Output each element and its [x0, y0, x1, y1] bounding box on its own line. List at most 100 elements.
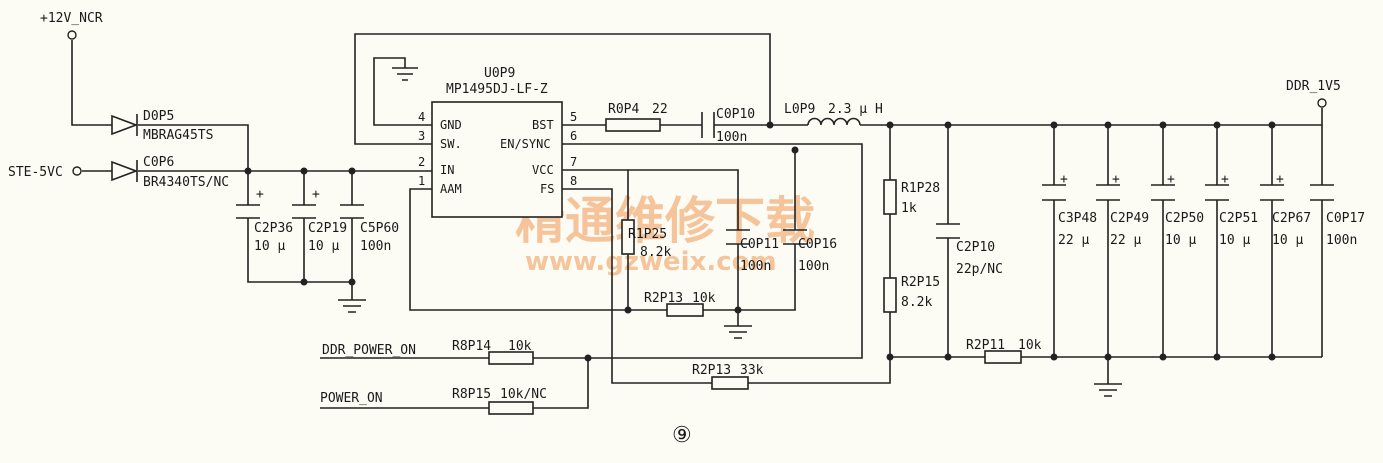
watermark: 精通维修下载 www.gzweix.com — [515, 191, 815, 277]
capacitor-c2p50: + C2P50 10 μ — [1151, 172, 1204, 248]
wire-d0p5-out — [138, 124, 249, 171]
junction-dot — [886, 353, 894, 361]
wire-12v — [71, 40, 112, 126]
svg-text:AAM: AAM — [440, 182, 462, 196]
diode-c0p6: C0P6 BR4340TS/NC — [111, 155, 229, 190]
svg-text:10 μ: 10 μ — [1219, 233, 1250, 248]
terminal-5v — [72, 166, 82, 176]
junction-dot — [300, 278, 308, 286]
svg-text:10k: 10k — [508, 339, 532, 354]
svg-text:C0P6: C0P6 — [143, 155, 174, 170]
resistor-r1p28: R1P28 1k — [883, 179, 940, 216]
capacitor-c0p16: C0P16 100n — [783, 229, 837, 274]
resistor-icon — [488, 351, 534, 365]
junction-dot — [244, 167, 252, 175]
resistor-icon — [605, 118, 661, 132]
capacitor-icon — [1042, 184, 1066, 201]
svg-text:10 μ: 10 μ — [308, 239, 339, 254]
svg-text:C2P50: C2P50 — [1165, 211, 1204, 226]
svg-text:8: 8 — [570, 174, 577, 188]
svg-text:10k: 10k — [692, 291, 716, 306]
svg-text:1: 1 — [418, 174, 425, 188]
resistor-icon — [621, 219, 635, 255]
capacitor-icon — [1151, 184, 1175, 201]
junction-dot — [1213, 121, 1221, 129]
svg-text:R2P11: R2P11 — [966, 338, 1005, 353]
svg-text:+: + — [1221, 172, 1229, 187]
junction-dot — [1050, 353, 1058, 361]
junction-dot — [766, 121, 774, 129]
terminals: +12V_NCR STE-5VC DDR_1V5 DDR_POWER_ON PO… — [8, 11, 1341, 409]
net-label-5v: STE-5VC — [8, 165, 63, 180]
svg-text:+: + — [1276, 172, 1284, 187]
svg-text:GND: GND — [440, 118, 462, 132]
ground-icon — [724, 320, 752, 339]
capacitor-c5p60: C5P60 100n — [340, 204, 399, 254]
svg-text:BST: BST — [532, 118, 554, 132]
net-label-vout: DDR_1V5 — [1286, 79, 1341, 94]
wire-aam — [409, 188, 628, 311]
watermark-url: www.gzweix.com — [525, 247, 777, 277]
diode-d0p5: D0P5 MBRAG45TS — [111, 109, 213, 143]
wire-en-inputs — [426, 357, 589, 409]
junction-dot — [1159, 121, 1167, 129]
ic-body — [431, 101, 563, 218]
junction-dot — [791, 146, 799, 154]
svg-text:2: 2 — [418, 155, 425, 169]
wire-c0p16 — [738, 150, 796, 311]
inductor-icon — [807, 117, 861, 126]
net-label-12v: +12V_NCR — [40, 11, 103, 26]
junction-dot — [944, 121, 952, 129]
svg-text:100n: 100n — [1326, 233, 1357, 248]
capacitor-c2p51: + C2P51 10 μ — [1205, 172, 1258, 248]
svg-text:33k: 33k — [740, 363, 764, 378]
svg-text:1k: 1k — [901, 201, 917, 216]
capacitor-icon — [292, 204, 316, 219]
svg-text:R2P13: R2P13 — [692, 363, 731, 378]
svg-text:R8P15: R8P15 — [452, 387, 491, 402]
svg-text:7: 7 — [570, 155, 577, 169]
svg-text:22p/NC: 22p/NC — [956, 262, 1003, 277]
resistor-icon — [984, 350, 1022, 364]
capacitor-icon — [236, 204, 260, 219]
svg-text:C0P10: C0P10 — [716, 107, 755, 122]
svg-text:C0P11: C0P11 — [740, 237, 779, 252]
resistor-icon — [666, 303, 704, 317]
junction-dot — [1268, 121, 1276, 129]
svg-text:C2P36: C2P36 — [254, 221, 293, 236]
svg-text:2.3 μ H: 2.3 μ H — [828, 102, 883, 117]
capacitor-icon — [340, 204, 364, 219]
capacitor-icon — [1310, 184, 1334, 201]
svg-text:C2P67: C2P67 — [1272, 211, 1311, 226]
svg-text:C0P16: C0P16 — [798, 237, 837, 252]
capacitor-icon — [936, 223, 960, 239]
junction-dot — [300, 167, 308, 175]
capacitor-c0p11: C0P11 100n — [726, 229, 779, 274]
capacitor-icon — [701, 112, 715, 138]
junction-dot — [1159, 353, 1167, 361]
svg-text:10k: 10k — [1018, 338, 1042, 353]
svg-text:C2P51: C2P51 — [1219, 211, 1258, 226]
junctions — [244, 121, 1276, 362]
svg-text:SW.: SW. — [440, 137, 462, 151]
svg-text:6: 6 — [570, 129, 577, 143]
watermark-cn: 精通维修下载 — [515, 191, 815, 250]
junction-dot — [944, 353, 952, 361]
svg-text:R8P14: R8P14 — [452, 339, 491, 354]
svg-text:C2P19: C2P19 — [308, 221, 347, 236]
svg-text:10 μ: 10 μ — [1272, 233, 1303, 248]
resistor-r2p13-10k: R2P13 10k — [644, 291, 716, 317]
svg-text:100n: 100n — [360, 239, 391, 254]
junction-dot — [1268, 353, 1276, 361]
capacitor-c0p17: C0P17 100n — [1310, 184, 1365, 248]
ic-part: MP1495DJ-LF-Z — [446, 82, 548, 97]
resistor-r1p25: R1P25 8.2k — [621, 219, 671, 260]
svg-text:C3P48: C3P48 — [1058, 211, 1097, 226]
resistor-icon — [488, 401, 534, 415]
resistor-icon — [883, 179, 897, 215]
ground-icon — [392, 67, 418, 81]
wire-c2p10 — [890, 125, 949, 358]
svg-text:10 μ: 10 μ — [1165, 233, 1196, 248]
svg-text:C2P10: C2P10 — [956, 240, 995, 255]
junction-dot — [584, 354, 592, 362]
